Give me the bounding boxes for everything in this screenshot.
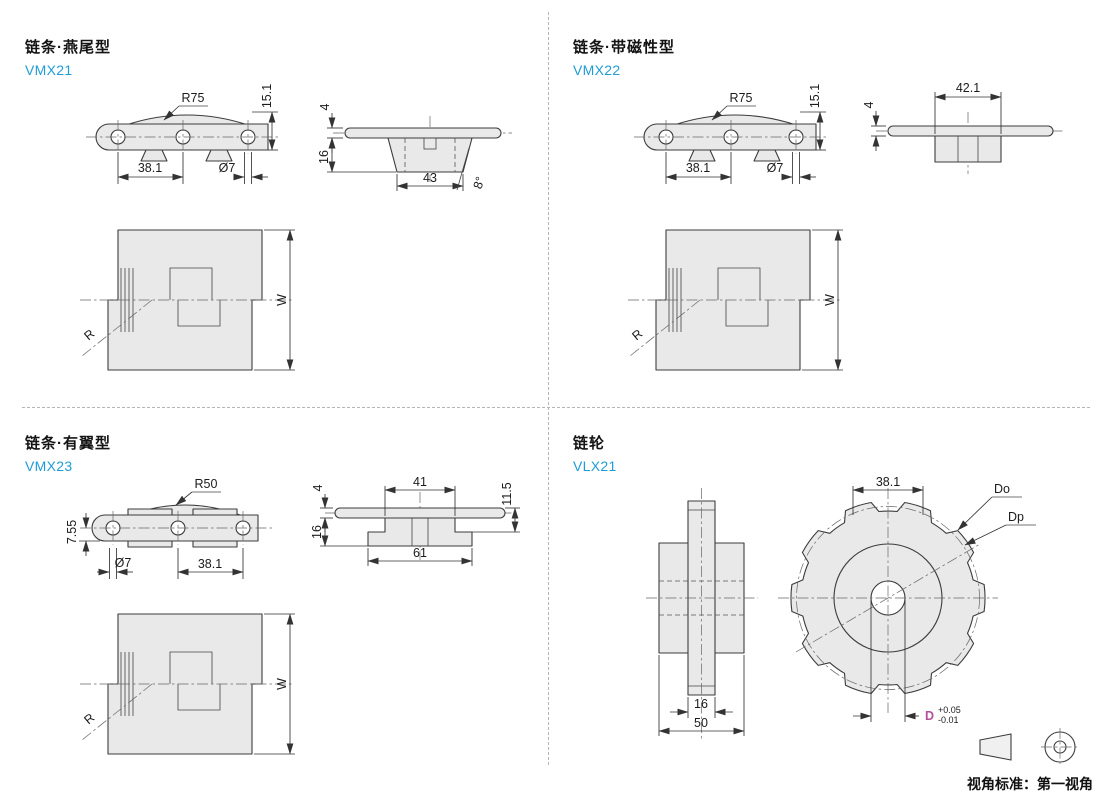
vmx22-top-view: R75 15.1 38.1 Ø7: [634, 84, 828, 184]
vlx21-side-view: 16 50: [646, 488, 758, 740]
dim-disc-thickness: 16: [694, 697, 708, 711]
dim-hole: Ø7: [767, 161, 784, 175]
dim-width: W: [823, 294, 837, 306]
dim-base-width: 61: [413, 546, 427, 560]
dim-plate-thickness: 4: [862, 101, 876, 108]
part-code-vmx21[interactable]: VMX21: [25, 62, 73, 78]
dim-body-height: 16: [310, 525, 324, 539]
dim-bore-tol-lower: -0.01: [938, 715, 959, 725]
dim-top-width: 41: [413, 475, 427, 489]
vmx21-canvas: R75 15.1 38.1 Ø7: [80, 84, 512, 371]
vmx21-plan-view: R W: [80, 229, 295, 371]
dim-base-width: 43: [423, 171, 437, 185]
dim-r: R: [81, 327, 97, 344]
vmx23-canvas: R50 7.55 Ø7 38.1 41: [65, 475, 520, 755]
dim-pitch: 38.1: [138, 161, 162, 175]
dim-r: R: [629, 327, 645, 344]
vlx21-front-view: 38.1 Do Dp D +0.05 -0.01: [778, 475, 1036, 725]
first-angle-projection-symbol: [979, 728, 1079, 766]
vmx21-side-view: 4 16 43 8°: [317, 103, 512, 191]
dim-hole: Ø7: [219, 161, 236, 175]
quadrant-divider-vertical: [548, 12, 549, 765]
part-code-vmx22[interactable]: VMX22: [573, 62, 621, 78]
dim-radius: R75: [182, 91, 205, 105]
projection-standard-note: 视角标准：第一视角: [967, 776, 1093, 792]
dim-half-height: 7.55: [65, 520, 79, 544]
dim-radius: R50: [195, 477, 218, 491]
dim-hole: Ø7: [115, 556, 132, 570]
dim-hub-width: 50: [694, 716, 708, 730]
quadrant-divider-horizontal: [22, 407, 1090, 408]
section-title-vmx21: 链条·燕尾型: [25, 39, 111, 56]
dim-angle: 8°: [471, 175, 488, 191]
dim-pitch-dia: Dp: [1008, 510, 1024, 524]
dim-r: R: [81, 711, 97, 728]
section-vmx21: 链条·燕尾型 VMX21 R75 15.1: [0, 0, 548, 408]
section-title-vmx22: 链条·带磁性型: [573, 39, 675, 56]
dim-plate-thickness: 4: [318, 103, 332, 110]
dim-body-height: 16: [317, 150, 331, 164]
section-title-vlx21: 链轮: [573, 435, 606, 452]
vmx23-top-view: R50 7.55 Ø7 38.1: [65, 477, 272, 579]
section-vmx23: 链条·有翼型 VMX23 R50 7.55: [0, 408, 548, 798]
vmx23-plan-view: R W: [80, 613, 295, 755]
dim-plate-thickness: 4: [311, 484, 325, 491]
part-code-vmx23[interactable]: VMX23: [25, 458, 73, 474]
vmx22-canvas: R75 15.1 38.1 Ø7 42.1: [628, 81, 1064, 371]
part-code-vlx21[interactable]: VLX21: [573, 458, 617, 474]
dim-height: 15.1: [808, 84, 822, 108]
vmx23-side-view: 41 4 16 11.5 61: [310, 475, 520, 566]
dim-magnet-width: 42.1: [956, 81, 980, 95]
section-vlx21: 链轮 VLX21 16 50: [548, 408, 1110, 798]
dim-outer-dia: Do: [994, 482, 1010, 496]
dim-width: W: [275, 294, 289, 306]
dim-bore: D: [925, 709, 934, 723]
dim-radius: R75: [730, 91, 753, 105]
cone-side-view-icon: [979, 733, 1012, 761]
dim-width: W: [275, 678, 289, 690]
vmx22-side-view: 42.1 4: [862, 81, 1064, 174]
vmx22-plan-view: R W: [628, 229, 843, 371]
vmx21-top-view: R75 15.1 38.1 Ø7: [86, 84, 280, 184]
dim-height: 15.1: [260, 84, 274, 108]
dim-pitch: 38.1: [876, 475, 900, 489]
section-title-vmx23: 链条·有翼型: [25, 435, 111, 452]
dim-pitch: 38.1: [198, 557, 222, 571]
section-vmx22: 链条·带磁性型 VMX22 R75 15.1: [548, 0, 1110, 408]
dim-edge-height: 11.5: [500, 482, 514, 505]
dim-pitch: 38.1: [686, 161, 710, 175]
dim-bore-tol-upper: +0.05: [938, 705, 961, 715]
vlx21-canvas: 16 50 38.1 Do Dp: [646, 475, 1093, 792]
